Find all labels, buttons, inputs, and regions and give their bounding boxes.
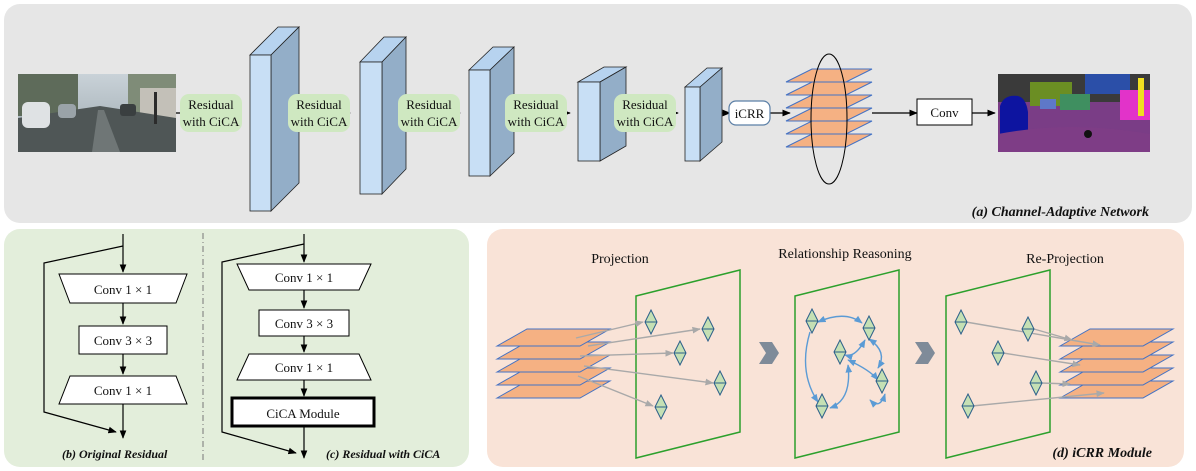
graph-node bbox=[805, 307, 819, 335]
conv-1x1-block: Conv 1 × 1 bbox=[58, 273, 188, 304]
feature-block-1 bbox=[249, 26, 300, 212]
projection-nodes bbox=[644, 308, 727, 421]
re-projection-title: Re-Projection bbox=[1026, 252, 1104, 267]
projection-arrows bbox=[575, 320, 714, 407]
panel-b-caption: (b) Original Residual bbox=[62, 447, 168, 461]
input-feature-stack bbox=[495, 328, 612, 399]
svg-text:Conv: Conv bbox=[930, 105, 959, 120]
svg-text:Conv 1 × 1: Conv 1 × 1 bbox=[275, 270, 333, 285]
graph-node bbox=[862, 314, 876, 342]
graph-node bbox=[644, 308, 658, 336]
svg-text:Conv 3 × 3: Conv 3 × 3 bbox=[94, 333, 152, 348]
svg-text:Conv 1 × 1: Conv 1 × 1 bbox=[94, 282, 152, 297]
panel-b-original-residual: Conv 1 × 1 Conv 3 × 3 Conv 1 × 1 (b) Ori… bbox=[43, 234, 188, 461]
reasoning-plane bbox=[794, 269, 900, 459]
chevron-arrow-icon bbox=[915, 342, 935, 364]
graph-node bbox=[815, 392, 829, 420]
conv-3x3-block: Conv 3 × 3 bbox=[258, 309, 350, 337]
feature-block-2 bbox=[359, 36, 407, 195]
svg-text:Conv 1 × 1: Conv 1 × 1 bbox=[275, 360, 333, 375]
reasoning-arrows bbox=[804, 315, 886, 409]
conv-1x1-block: Conv 1 × 1 bbox=[236, 263, 372, 291]
conv-1x1-block: Conv 1 × 1 bbox=[58, 375, 188, 405]
svg-text:with CiCA: with CiCA bbox=[617, 114, 674, 129]
panel-d-caption: (d) iCRR Module bbox=[1052, 446, 1152, 461]
relationship-reasoning-title: Relationship Reasoning bbox=[778, 247, 911, 262]
svg-text:with CiCA: with CiCA bbox=[291, 114, 348, 129]
conv-box: Conv bbox=[916, 98, 973, 126]
svg-text:Residual: Residual bbox=[406, 97, 452, 112]
re-projection-arrows bbox=[965, 321, 1105, 407]
svg-text:with CiCA: with CiCA bbox=[508, 114, 565, 129]
re-projection-plane bbox=[945, 269, 1051, 459]
feature-block-3 bbox=[468, 46, 515, 177]
panel-c-caption: (c) Residual with CiCA bbox=[326, 447, 440, 461]
svg-text:Conv 1 × 1: Conv 1 × 1 bbox=[94, 383, 152, 398]
graph-node bbox=[954, 308, 968, 336]
graph-node bbox=[961, 392, 975, 420]
residual-label-2: Residual with CiCA bbox=[288, 94, 350, 132]
svg-text:with CiCA: with CiCA bbox=[401, 114, 458, 129]
graph-node bbox=[833, 338, 847, 366]
graph-node bbox=[1021, 315, 1035, 343]
residual-label-3: Residual with CiCA bbox=[398, 94, 460, 132]
svg-text:with CiCA: with CiCA bbox=[183, 114, 240, 129]
panel-a-caption: (a) Channel-Adaptive Network bbox=[972, 205, 1149, 220]
panel-bc-background bbox=[4, 229, 469, 467]
graph-node bbox=[1029, 369, 1043, 397]
residual-label-5: Residual with CiCA bbox=[614, 94, 676, 132]
residual-label-4: Residual with CiCA bbox=[505, 94, 567, 132]
channel-ellipse bbox=[810, 53, 848, 185]
panel-bc-residual-comparison: Conv 1 × 1 Conv 3 × 3 Conv 1 × 1 (b) Ori… bbox=[4, 229, 469, 467]
segmentation-output-image bbox=[998, 74, 1150, 152]
panel-a-channel-adaptive-network: Residual with CiCA Residual with CiCA Re… bbox=[4, 4, 1192, 223]
cica-module-block: CiCA Module bbox=[230, 396, 376, 428]
svg-text:Residual: Residual bbox=[622, 97, 668, 112]
panel-c-residual-with-cica: Conv 1 × 1 Conv 3 × 3 Conv 1 × 1 CiCA Mo… bbox=[221, 234, 440, 461]
feature-map-stack bbox=[785, 53, 873, 185]
feature-block-4 bbox=[576, 66, 628, 162]
projection-plane bbox=[635, 269, 741, 459]
projection-title: Projection bbox=[591, 252, 649, 267]
graph-node bbox=[713, 369, 727, 397]
graph-node bbox=[991, 339, 1005, 367]
residual-label-1: Residual with CiCA bbox=[180, 94, 242, 132]
svg-text:iCRR: iCRR bbox=[735, 106, 765, 121]
panel-d-icrr-module: Projection Relationship Reasoning Re-Pro… bbox=[487, 229, 1184, 467]
chevron-arrow-icon bbox=[759, 342, 779, 364]
feature-block-5 bbox=[683, 67, 724, 162]
svg-text:CiCA Module: CiCA Module bbox=[266, 406, 340, 421]
svg-text:Residual: Residual bbox=[188, 97, 234, 112]
svg-text:Residual: Residual bbox=[296, 97, 342, 112]
conv-1x1-block: Conv 1 × 1 bbox=[236, 353, 372, 381]
svg-text:Residual: Residual bbox=[513, 97, 559, 112]
svg-text:Conv 3 × 3: Conv 3 × 3 bbox=[275, 316, 333, 331]
input-street-image bbox=[18, 74, 176, 152]
graph-node bbox=[654, 393, 668, 421]
icrr-box: iCRR bbox=[728, 100, 771, 126]
reasoning-nodes bbox=[805, 307, 889, 420]
graph-node bbox=[875, 367, 889, 395]
re-projection-feature-stack bbox=[1058, 328, 1175, 399]
conv-3x3-block: Conv 3 × 3 bbox=[78, 325, 168, 355]
graph-node bbox=[673, 339, 687, 367]
re-projection-nodes bbox=[954, 308, 1043, 420]
graph-node bbox=[701, 315, 715, 343]
